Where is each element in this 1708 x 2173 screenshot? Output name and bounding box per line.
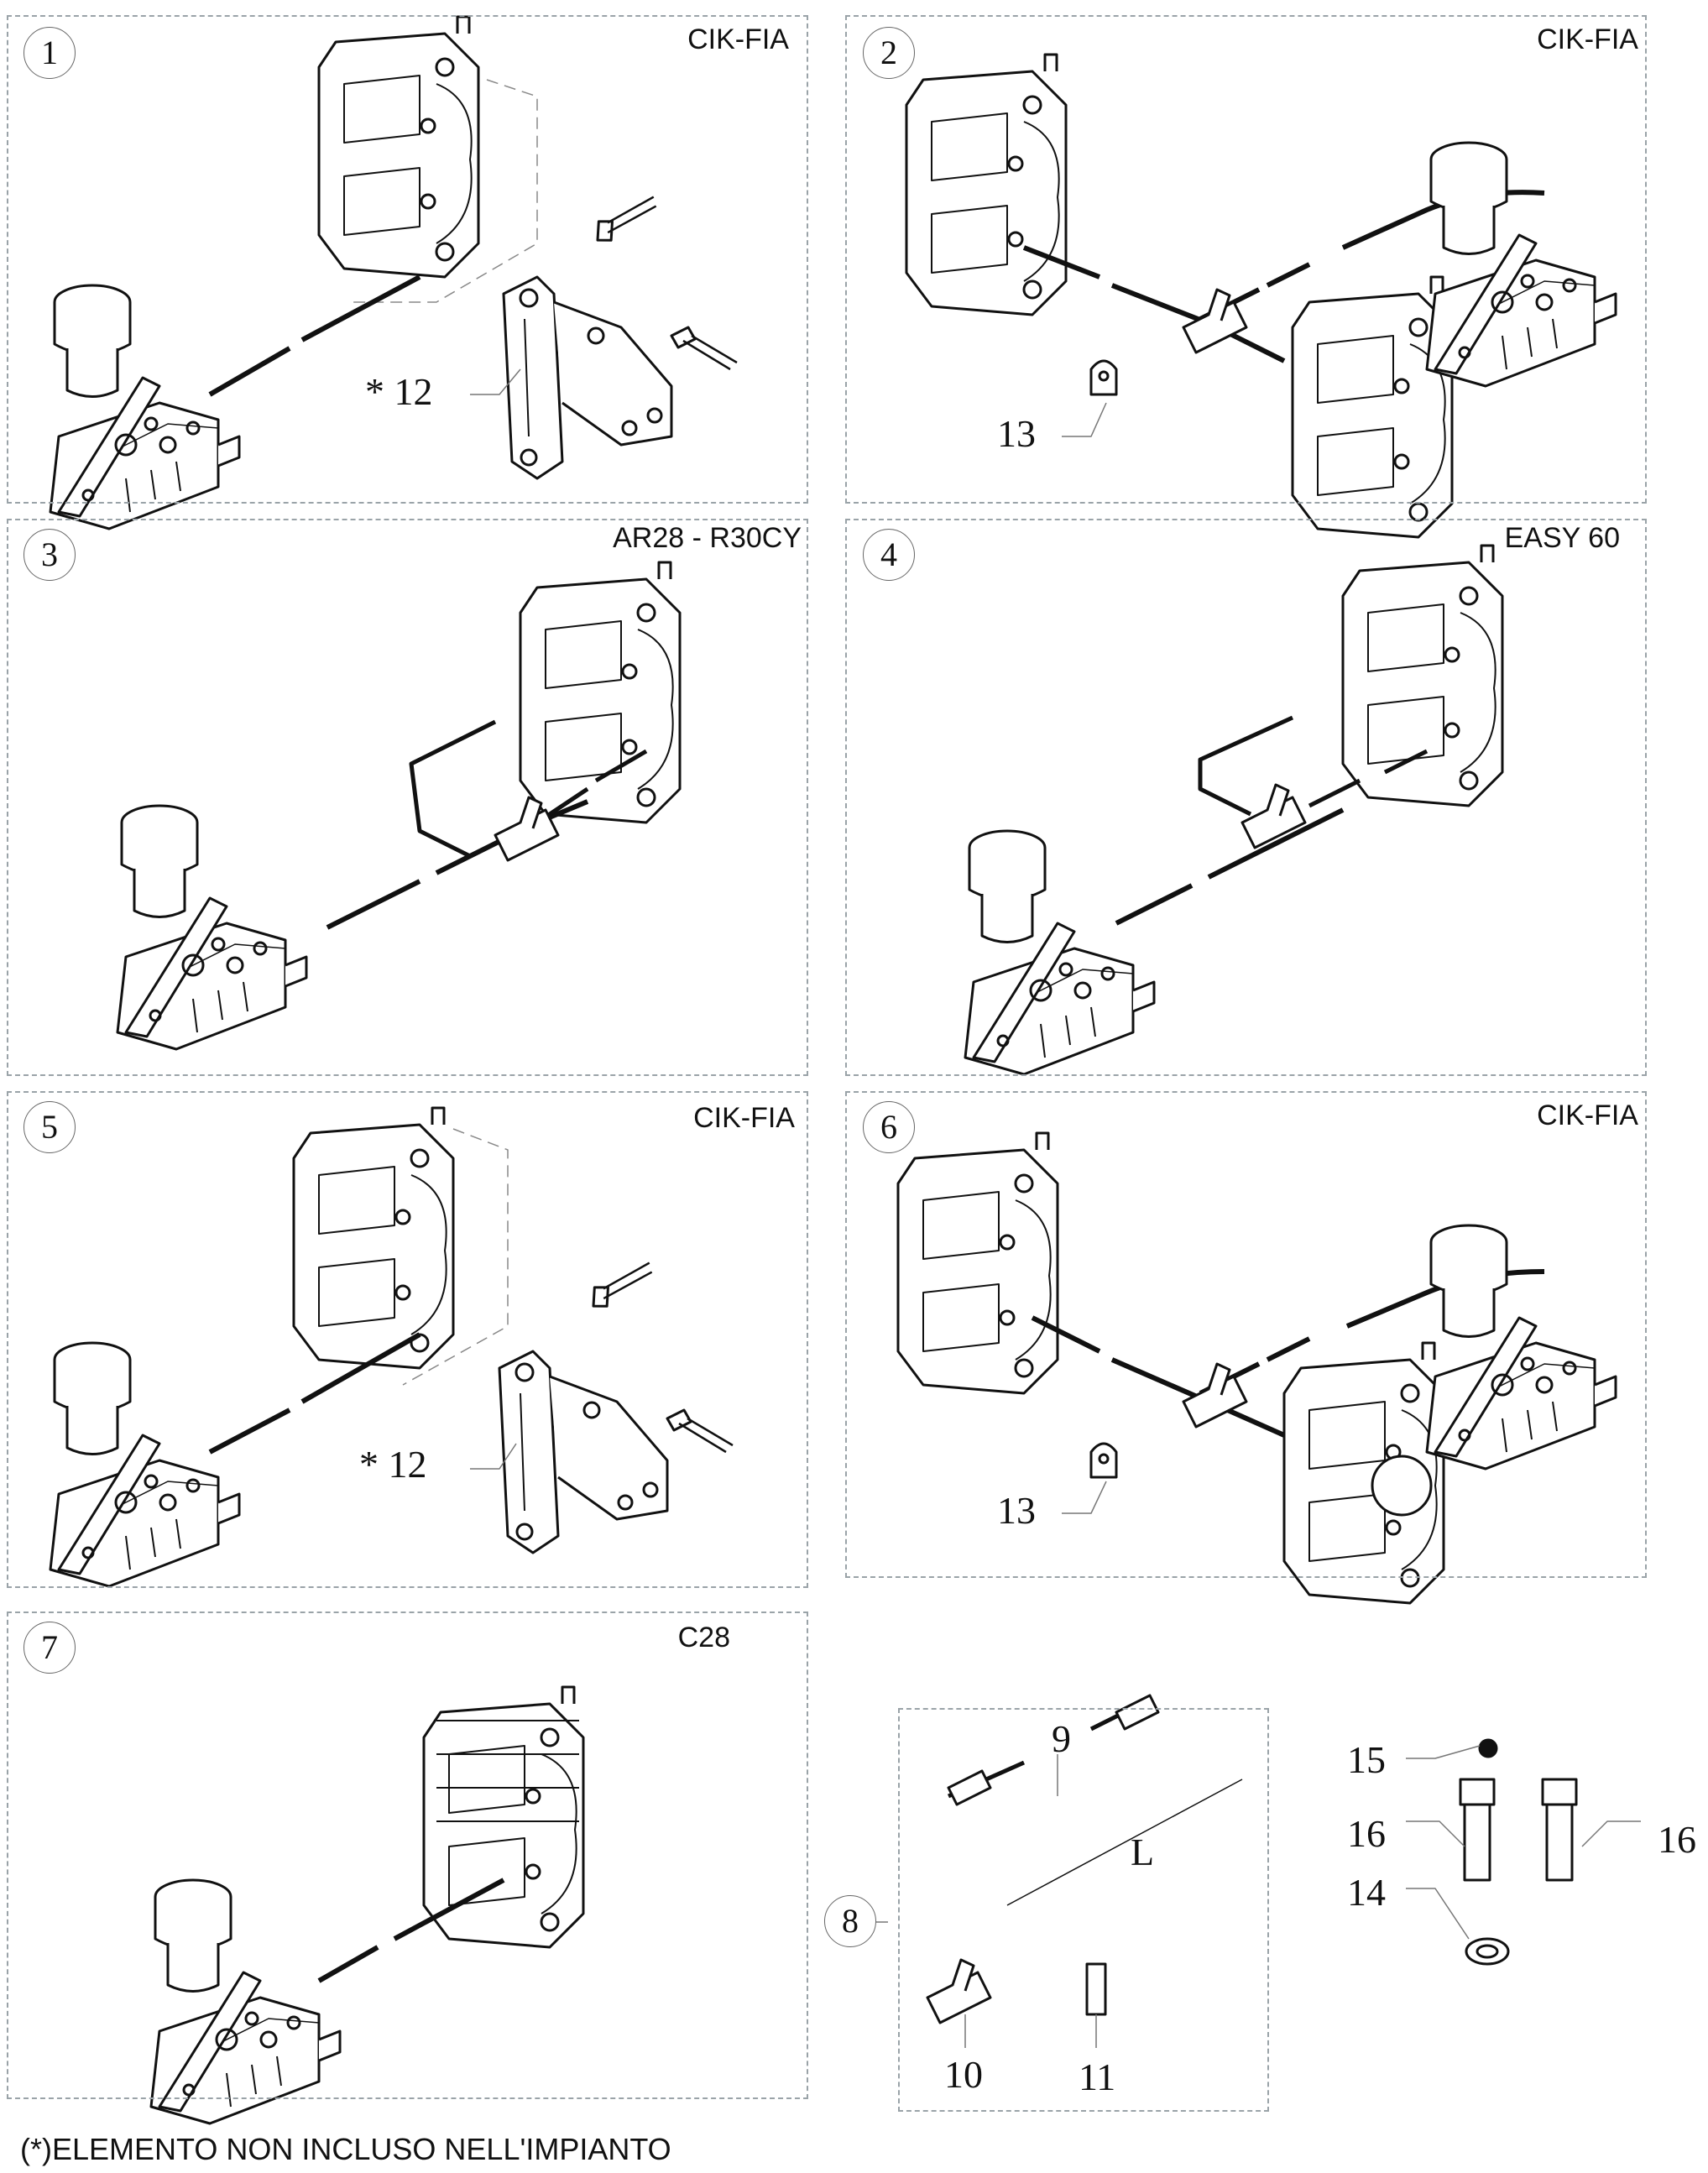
ref-label: L [1131, 1831, 1155, 1873]
ref-label: * 12 [365, 370, 433, 413]
panel-number: 5 [24, 1101, 76, 1153]
panel-title: EASY 60 [1504, 522, 1620, 554]
panel-title: CIK-FIA [1537, 24, 1638, 55]
panel-2 [845, 15, 1647, 504]
panel-title: CIK-FIA [693, 1102, 795, 1134]
ref-label: 9 [1052, 1717, 1071, 1760]
ref-label: 14 [1347, 1871, 1386, 1914]
panel-title: CIK-FIA [687, 24, 789, 55]
panel-4 [845, 519, 1647, 1076]
panel-title: AR28 - R30CY [613, 522, 802, 554]
panel-number: 8 [824, 1895, 876, 1947]
ref-label: 16 [1658, 1818, 1696, 1861]
panel-6 [845, 1091, 1647, 1578]
ref-label: * 12 [359, 1443, 427, 1486]
panel-1 [7, 15, 808, 504]
ref-label: 13 [997, 1489, 1036, 1532]
ref-label: 10 [944, 2053, 983, 2096]
ref-label: 13 [997, 412, 1036, 455]
panel-8 [898, 1708, 1269, 2112]
panel-title: C28 [677, 1622, 730, 1653]
ref-label: 16 [1347, 1812, 1386, 1855]
panel-number: 7 [24, 1622, 76, 1674]
panel-number: 6 [863, 1101, 915, 1153]
panel-number: 3 [24, 529, 76, 581]
panel-5 [7, 1091, 808, 1588]
panel-number: 2 [863, 27, 915, 79]
panel-7 [7, 1611, 808, 2099]
ref-label: 11 [1079, 2055, 1116, 2098]
panel-title: CIK-FIA [1537, 1100, 1638, 1131]
ref-label: 15 [1347, 1738, 1386, 1781]
panel-number: 4 [863, 529, 915, 581]
footer-note: (*)ELEMENTO NON INCLUSO NELL'IMPIANTO [20, 2132, 671, 2166]
panel-number: 1 [24, 27, 76, 79]
panel-3 [7, 519, 808, 1076]
